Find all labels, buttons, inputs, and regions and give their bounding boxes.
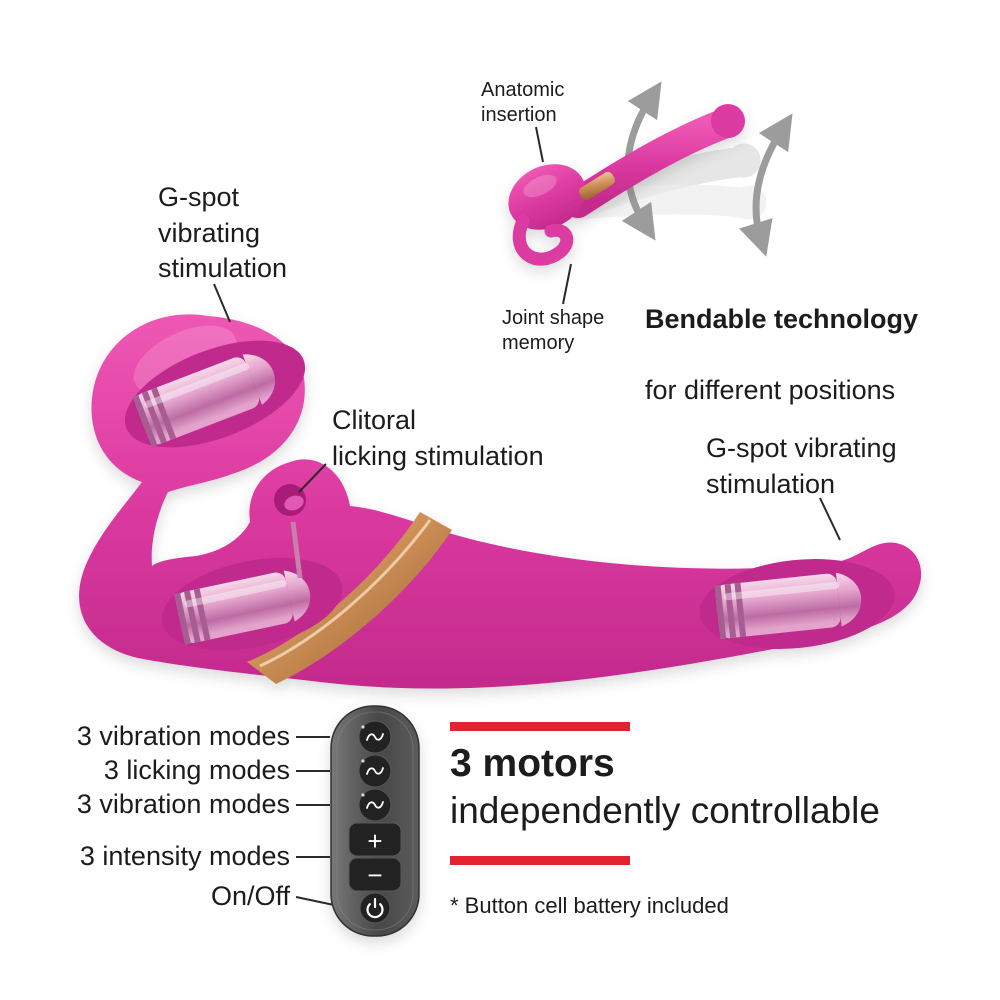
anatomic-insertion-label: Anatomic insertion — [481, 79, 565, 126]
clitoral-licking-label: Clitoral licking stimulation — [332, 405, 544, 471]
callout-clitoral — [298, 463, 327, 493]
remote-label-onoff: On/Off — [210, 881, 290, 911]
plus-button: + — [348, 822, 402, 857]
remote-label-licking: 3 licking modes — [103, 755, 290, 785]
remote-control: + − — [330, 705, 420, 937]
callout-joint — [562, 263, 572, 305]
minus-label: − — [367, 860, 382, 890]
licking-wave-icon — [366, 767, 384, 775]
callout-gspot-left — [213, 283, 231, 323]
callout-remote-5 — [295, 896, 335, 906]
bendable-product-illustration — [508, 81, 793, 266]
vibration-mode-button — [358, 720, 392, 754]
main-product-illustration — [79, 314, 922, 689]
bulb-motor — [124, 340, 306, 448]
remote-label-intensity: 3 intensity modes — [79, 841, 290, 871]
gspot-right-label: G-spot vibrating stimulation — [706, 433, 897, 499]
bendable-technology-title: Bendable technology — [645, 303, 919, 334]
vibration-wave-icon — [366, 801, 384, 809]
licking-mode-button — [358, 754, 392, 788]
bendable-technology-subtitle: for different positions — [645, 374, 896, 405]
callout-anatomic — [535, 126, 544, 163]
mid-motor — [161, 557, 343, 651]
vibration-mode-button — [358, 788, 392, 822]
red-divider-bottom — [450, 856, 630, 865]
remote-label-vibration-1: 3 vibration modes — [76, 721, 290, 751]
bend-arrow-icon — [739, 113, 793, 257]
joint-shape-memory-label: Joint shape memory — [502, 307, 605, 354]
callout-lines — [213, 126, 841, 906]
callout-gspot-right — [819, 497, 841, 541]
motors-subtitle: independently controllable — [450, 790, 880, 831]
power-button — [359, 892, 391, 924]
motors-title: 3 motors — [450, 742, 615, 785]
bendable-product-body — [508, 104, 745, 266]
licking-tip — [274, 484, 306, 516]
remote-label-vibration-2: 3 vibration modes — [76, 789, 290, 819]
power-icon — [366, 897, 384, 919]
vibration-wave-icon — [366, 733, 384, 741]
licker-stem — [290, 521, 303, 579]
shaft-motor — [699, 559, 895, 649]
bendable-technology-block: Bendable technology for different positi… — [645, 266, 918, 409]
plus-label: + — [367, 826, 382, 856]
gspot-left-label: G-spot vibrating stimulation — [158, 182, 288, 284]
battery-footnote: * Button cell battery included — [450, 893, 729, 918]
rose-gold-band-shine — [259, 519, 432, 668]
red-divider-top — [450, 722, 630, 731]
minus-button: − — [348, 857, 402, 892]
